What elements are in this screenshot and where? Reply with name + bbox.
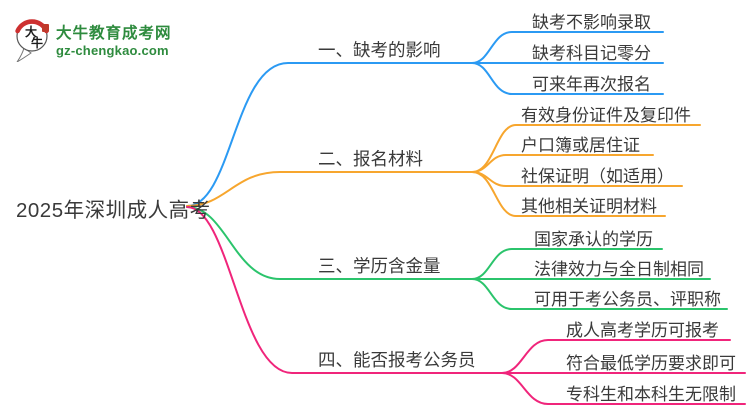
branch-1-lines (186, 31, 664, 207)
branch-label-3: 三、学历含金量 (318, 256, 441, 276)
branch-line (186, 206, 503, 374)
child-label: 可来年再次报名 (532, 75, 651, 94)
branch-label-4: 四、能否报考公务员 (318, 350, 476, 370)
brand-domain: gz-chengkao.com (56, 43, 169, 58)
brand-name: 大牛教育成考网 (56, 25, 172, 42)
child-label: 缺考科目记零分 (532, 44, 651, 63)
logo-seal (42, 24, 49, 32)
branch-label-1: 一、缺考的影响 (318, 40, 441, 60)
child-label: 可用于考公务员、评职称 (534, 290, 721, 309)
branch-line (186, 171, 473, 207)
child-label: 符合最低学历要求即可 (566, 354, 736, 373)
branch-line (186, 206, 473, 280)
child-line (471, 31, 664, 64)
child-line (471, 62, 664, 95)
child-label: 有效身份证件及复印件 (521, 106, 691, 125)
child-label: 专科生和本科生无限制 (566, 385, 736, 404)
child-line (471, 154, 654, 173)
child-line (471, 248, 663, 280)
child-label: 其他相关证明材料 (521, 197, 657, 216)
child-label: 法律效力与全日制相同 (534, 260, 704, 279)
child-label: 户口簿或居住证 (521, 136, 640, 155)
branch-line (186, 62, 473, 207)
child-line (471, 171, 666, 217)
branch-label-2: 二、报名材料 (318, 149, 423, 169)
child-line (501, 372, 746, 405)
child-line (471, 278, 728, 310)
child-label: 缺考不影响录取 (532, 13, 651, 32)
mindmap-root-label: 2025年深圳成人高考 (16, 199, 211, 222)
logo-badge-char-1: 大 (25, 24, 37, 39)
child-label: 社保证明（如适用） (521, 167, 674, 186)
logo-badge-icon: 大 牛 (15, 19, 49, 62)
branch-2-lines (186, 124, 701, 217)
child-label: 成人高考学历可报考 (566, 321, 719, 340)
branch-3-lines (186, 206, 728, 310)
logo-badge-char-2: 牛 (31, 35, 43, 50)
child-line (501, 339, 731, 374)
child-label: 国家承认的学历 (534, 230, 653, 249)
branch-4-lines (186, 206, 746, 405)
